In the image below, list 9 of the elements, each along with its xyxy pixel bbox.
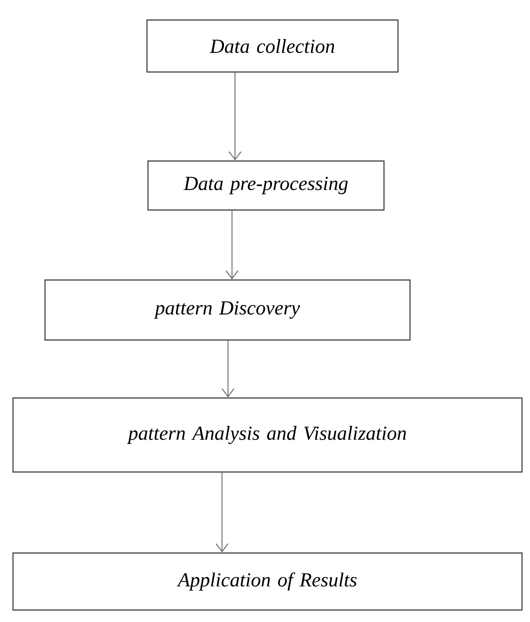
arrow [228,72,242,160]
arrow [226,210,238,280]
process-box: Data collection [146,19,399,73]
process-box: Data pre-processing [147,160,385,211]
process-box: pattern Discovery [44,279,411,341]
process-box: Application of Results [12,552,523,611]
arrow [216,472,228,552]
arrow [222,340,234,398]
process-box: pattern Analysis and Visualization [12,397,523,473]
